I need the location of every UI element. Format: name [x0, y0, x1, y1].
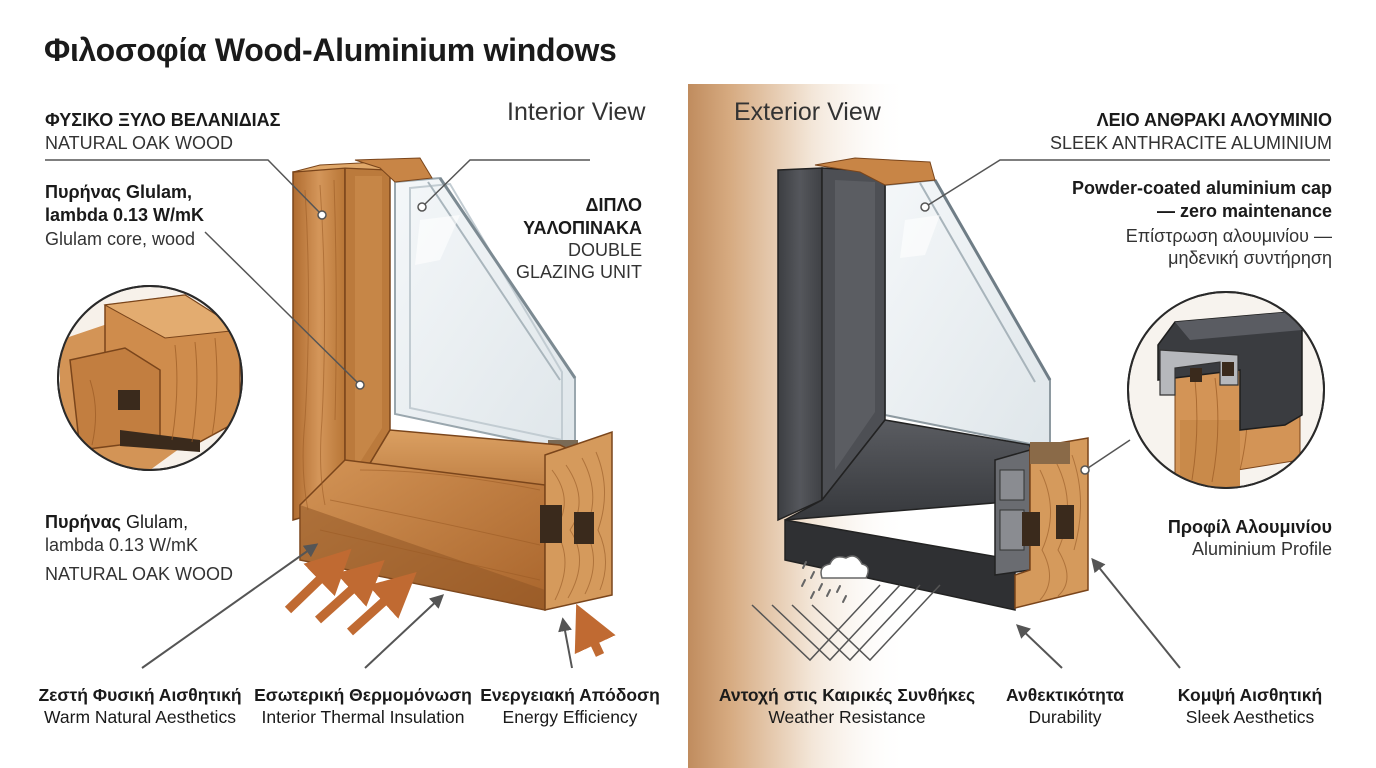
cap-gr-line1: Επίστρωση αλουμινίου — [1125, 226, 1332, 246]
feature-sleek-en: Sleek Aesthetics [1185, 707, 1315, 727]
page-title: Φιλοσοφία Wood-Aluminium windows [44, 32, 617, 68]
glulam-core2-line1: Πυρήνας Glulam, [45, 512, 188, 533]
glulam-core-gr-line1: Πυρήνας Glulam, [45, 182, 193, 202]
aluminium-title-en: SLEEK ANTHRACITE ALUMINIUM [1049, 133, 1332, 153]
exterior-window-section [777, 157, 1089, 611]
interior-view-label: Interior View [507, 98, 646, 126]
feature-weather-gr: Αντοχή στις Καιρικές Συνθήκες [718, 685, 976, 705]
cap-gr-line2: μηδενική συντήρηση [1168, 248, 1332, 268]
glulam-core2-en: NATURAL OAK WOOD [45, 564, 234, 584]
glazing-en-line2: GLAZING UNIT [515, 262, 642, 282]
interior-pointer-arrows [141, 543, 573, 669]
cap-en-line1: Powder-coated aluminium cap [1071, 178, 1332, 198]
weather-arrows [751, 584, 941, 662]
feature-durability-gr: Ανθεκτικότητα [1006, 685, 1124, 705]
exterior-pointer-arrows [1015, 557, 1181, 669]
aluminium-cap-detail-circle [1127, 291, 1325, 489]
oak-title-en: NATURAL OAK WOOD [45, 133, 234, 153]
feature-warm-en: Warm Natural Aesthetics [44, 707, 236, 727]
feature-thermal-en: Interior Thermal Insulation [261, 707, 465, 727]
aluminium-title-gr: ΛΕΙΟ ΑΝΘΡΑΚΙ ΑΛΟΥΜΙΝΙΟ [1096, 110, 1332, 130]
glazing-gr-line2: ΥΑΛΟΠΙΝΑΚΑ [523, 218, 642, 238]
interior-heat-arrows [284, 548, 616, 657]
feature-energy-gr: Ενεργειακή Απόδοση [480, 685, 660, 705]
feature-energy-en: Energy Efficiency [502, 707, 638, 727]
feature-thermal-gr: Εσωτερική Θερμομόνωση [254, 685, 472, 705]
glulam-core-en: Glulam core, wood [45, 229, 196, 249]
glulam-core2-rest: Glulam, [121, 512, 189, 532]
oak-title-gr: ΦΥΣΙΚΟ ΞΥΛΟ ΒΕΛΑΝΙΔΙΑΣ [45, 110, 281, 130]
weather-cloud-rain-icon [801, 555, 869, 603]
oak-joint-detail-circle [57, 285, 243, 471]
feature-durability-en: Durability [1028, 707, 1102, 727]
exterior-view-label: Exterior View [734, 98, 881, 126]
feature-sleek-gr: Κομψή Αισθητική [1177, 685, 1323, 705]
interior-window-section [292, 157, 613, 611]
leader-lines [45, 159, 1330, 471]
glulam-core-gr-line2: lambda 0.13 W/mK [45, 205, 205, 225]
feature-weather-en: Weather Resistance [768, 707, 926, 727]
glulam-core2-bold: Πυρήνας [45, 512, 122, 532]
profile-en: Aluminium Profile [1191, 539, 1332, 559]
glazing-en-line1: DOUBLE [567, 240, 642, 260]
glazing-gr-line1: ΔΙΠΛΟ [585, 195, 642, 215]
cap-en-line2: — zero maintenance [1156, 201, 1332, 221]
profile-gr: Προφίλ Αλουμινίου [1167, 517, 1332, 537]
feature-warm-gr: Ζεστή Φυσική Αισθητική [38, 685, 242, 705]
glulam-core2-line2: lambda 0.13 W/mK [45, 535, 199, 555]
